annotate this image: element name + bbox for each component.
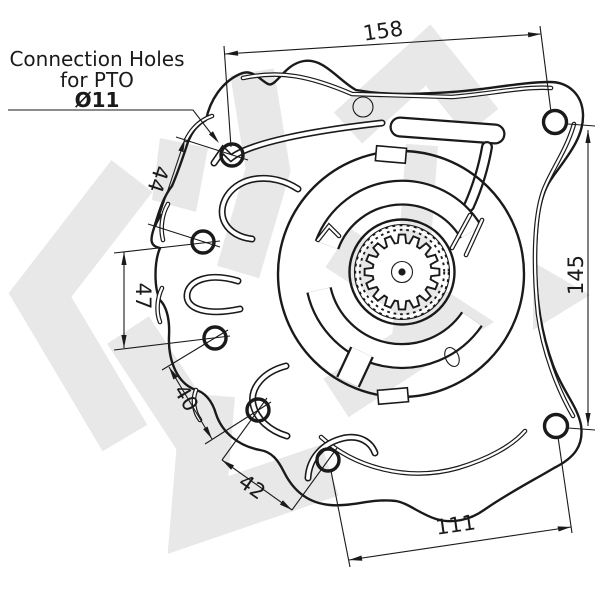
watermark-topright-chevron (333, 24, 499, 144)
pto-hole-5 (315, 447, 341, 473)
hole-bottom-right (542, 412, 570, 440)
lower-arc-cutout (306, 286, 483, 388)
callout-line1: Connection Holes (9, 47, 184, 71)
circle-bridges (374, 144, 410, 406)
hole-top-right (541, 108, 569, 136)
center-mark (398, 268, 406, 276)
watermark-right-triangle (533, 262, 590, 330)
dim-text-47: 47 (131, 283, 155, 310)
spline-hub (348, 218, 456, 326)
dim-text-111: 111 (434, 510, 477, 539)
callout-line2: for PTO (60, 68, 134, 92)
chamfer-lines (155, 72, 577, 476)
callout-leader-line (8, 109, 217, 141)
dim-line-44 (155, 138, 186, 227)
oil-channel-slots (183, 119, 386, 482)
dim-line-42 (221, 459, 293, 511)
watermark-left-bracket (8, 160, 153, 452)
dimension-lines (8, 33, 589, 561)
dim-text-145: 145 (564, 255, 588, 295)
watermark-bottom-bracket (167, 392, 339, 554)
upper-arc-cutout (314, 179, 485, 258)
dim-line-111 (348, 526, 572, 561)
callout-diameter: Ø11 (75, 88, 120, 112)
pto-hole-1 (219, 142, 245, 168)
pto-hole-3 (202, 325, 228, 351)
dim-line-40 (168, 366, 213, 440)
arrowheads (121, 32, 591, 561)
leader-arrowhead (208, 131, 219, 143)
drain-oval (444, 346, 460, 368)
pilot-hole-top (352, 96, 374, 118)
pto-hole-4 (245, 397, 271, 423)
dim-text-158: 158 (362, 16, 405, 45)
dim-line-158 (224, 33, 542, 55)
center-bore (390, 260, 414, 284)
extension-lines (113, 25, 596, 568)
connection-holes (190, 96, 570, 473)
